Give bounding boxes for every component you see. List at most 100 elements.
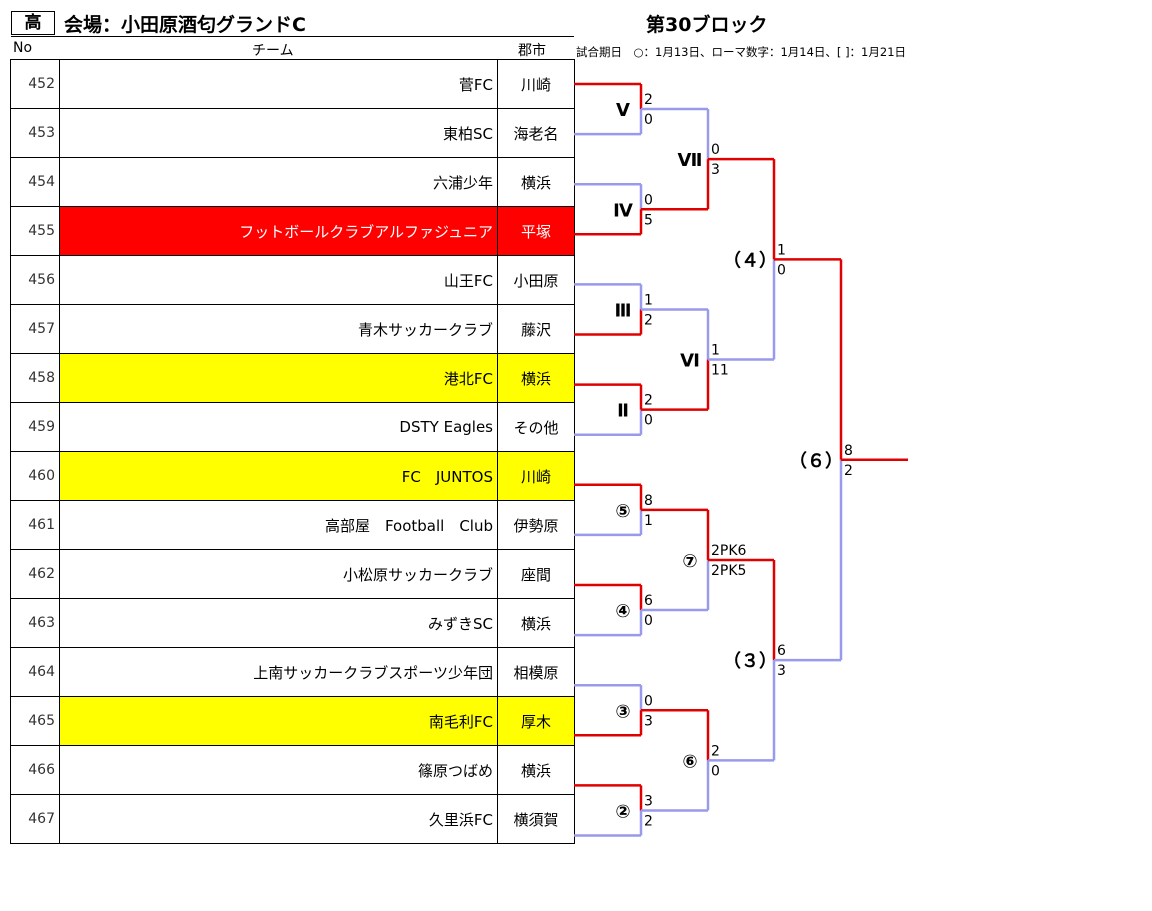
team-city: その他 xyxy=(497,402,575,452)
header-divider xyxy=(11,36,574,37)
score-top: 1 xyxy=(644,292,653,308)
column-header-city: 郡市 xyxy=(518,43,546,59)
team-city: 平塚 xyxy=(497,206,575,256)
match-label: （６） xyxy=(789,451,843,472)
team-number: 467 xyxy=(10,794,60,844)
team-name: 高部屋 Football Club xyxy=(59,500,498,550)
team-number: 459 xyxy=(10,402,60,452)
team-name: 港北FC xyxy=(59,353,498,403)
team-city: 藤沢 xyxy=(497,304,575,354)
team-city: 横須賀 xyxy=(497,794,575,844)
team-name: 青木サッカークラブ xyxy=(59,304,498,354)
team-name: 久里浜FC xyxy=(59,794,498,844)
team-number: 458 xyxy=(10,353,60,403)
match-label: ② xyxy=(615,801,630,822)
team-city: 相模原 xyxy=(497,647,575,697)
match-label: ⑥ xyxy=(682,751,697,772)
team-city: 横浜 xyxy=(497,157,575,207)
team-number: 463 xyxy=(10,598,60,648)
team-name: 南毛利FC xyxy=(59,696,498,746)
score-top: 0 xyxy=(644,693,653,709)
category-badge: 高 xyxy=(11,11,55,35)
match-label: Ⅴ xyxy=(616,100,630,121)
team-number: 460 xyxy=(10,451,60,501)
match-label: Ⅳ xyxy=(613,200,633,221)
match-label: （３） xyxy=(723,651,777,672)
team-city: 厚木 xyxy=(497,696,575,746)
team-city: 座間 xyxy=(497,549,575,599)
team-number: 454 xyxy=(10,157,60,207)
score-bottom: 2 xyxy=(644,813,653,829)
team-number: 453 xyxy=(10,108,60,158)
score-bottom: 2PK5 xyxy=(711,563,746,579)
score-top: 8 xyxy=(644,493,653,509)
team-name: DSTY Eagles xyxy=(59,402,498,452)
team-city: 伊勢原 xyxy=(497,500,575,550)
team-number: 465 xyxy=(10,696,60,746)
score-bottom: 0 xyxy=(644,413,653,429)
team-name: 小松原サッカークラブ xyxy=(59,549,498,599)
match-label: Ⅵ xyxy=(680,351,700,372)
score-bottom: 3 xyxy=(711,162,720,178)
score-bottom: 2 xyxy=(644,312,653,328)
team-number: 457 xyxy=(10,304,60,354)
block-title: 第30ブロック xyxy=(646,14,768,36)
score-top: 2 xyxy=(711,743,720,759)
score-top: 0 xyxy=(644,192,653,208)
team-name: みずきSC xyxy=(59,598,498,648)
score-bottom: 0 xyxy=(644,613,653,629)
match-label: ⑤ xyxy=(615,501,630,522)
score-top: 3 xyxy=(644,793,653,809)
score-bottom: 2 xyxy=(844,463,853,479)
score-top: 1 xyxy=(777,242,786,258)
match-label: Ⅱ xyxy=(617,401,629,422)
score-bottom: 3 xyxy=(644,713,653,729)
score-bottom: 11 xyxy=(711,363,729,379)
score-bottom: 0 xyxy=(711,763,720,779)
score-top: 2 xyxy=(644,393,653,409)
team-name: 上南サッカークラブスポーツ少年団 xyxy=(59,647,498,697)
schedule-note: 試合期日 ○：1月13日、ローマ数字：1月14日、[ ]：1月21日 xyxy=(576,45,907,59)
match-label: ④ xyxy=(615,601,630,622)
team-city: 海老名 xyxy=(497,108,575,158)
column-header-team: チーム xyxy=(252,43,294,59)
score-top: 2 xyxy=(644,92,653,108)
score-bottom: 5 xyxy=(644,212,653,228)
score-top: 6 xyxy=(777,643,786,659)
team-name: FC JUNTOS xyxy=(59,451,498,501)
column-header-no: No xyxy=(13,40,33,56)
score-top: 0 xyxy=(711,142,720,158)
match-label: Ⅶ xyxy=(678,150,703,171)
score-bottom: 3 xyxy=(777,663,786,679)
match-label: （４） xyxy=(723,250,777,271)
team-name: フットボールクラブアルファジュニア xyxy=(59,206,498,256)
score-top: 8 xyxy=(844,443,853,459)
score-top: 1 xyxy=(711,343,720,359)
team-number: 461 xyxy=(10,500,60,550)
match-label: ⑦ xyxy=(682,551,697,572)
venue-title: 会場：小田原酒匂グランドC xyxy=(64,14,306,36)
team-number: 462 xyxy=(10,549,60,599)
score-bottom: 0 xyxy=(644,112,653,128)
score-top: 6 xyxy=(644,593,653,609)
score-bottom: 0 xyxy=(777,262,786,278)
match-label: ③ xyxy=(615,701,630,722)
score-top: 2PK6 xyxy=(711,543,747,559)
team-city: 横浜 xyxy=(497,745,575,795)
team-city: 横浜 xyxy=(497,353,575,403)
